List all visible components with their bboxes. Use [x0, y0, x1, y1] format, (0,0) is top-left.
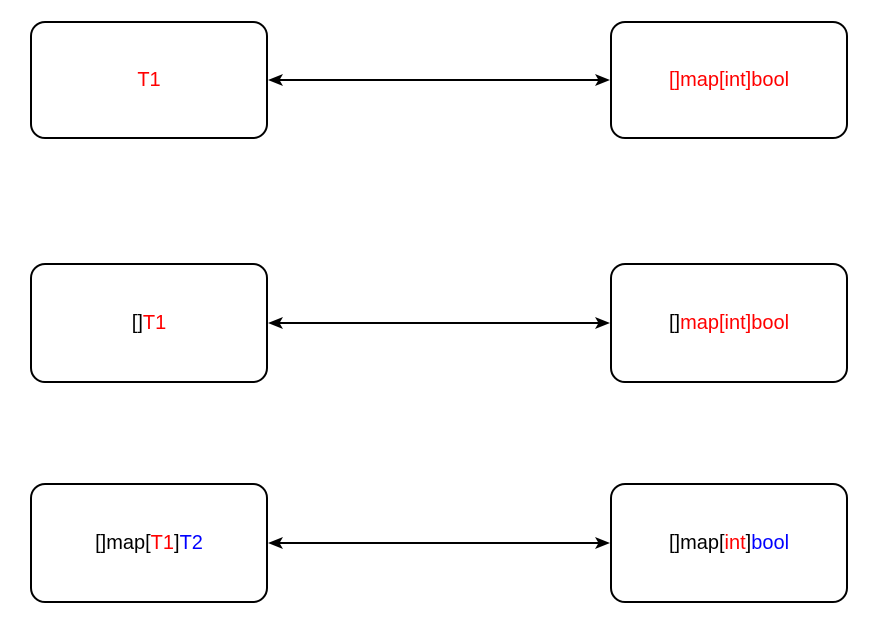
type-box-row2-left: []T1 — [30, 263, 268, 383]
type-box-row1-right: []map[int]bool — [610, 21, 848, 139]
type-text-segment: map[int]bool — [680, 312, 790, 334]
type-label: []map[int]bool — [669, 70, 789, 90]
bidirectional-arrow — [268, 317, 610, 329]
type-label: T1 — [137, 70, 160, 90]
type-text-segment: T2 — [179, 532, 203, 554]
type-text-segment: T1 — [150, 532, 174, 554]
type-text-segment: []map[ — [668, 532, 725, 554]
type-text-segment: [] — [668, 312, 681, 334]
type-text-segment: []map[ — [95, 532, 151, 554]
type-text-segment: ] — [745, 532, 752, 554]
type-text-segment: int — [724, 532, 746, 554]
arrowhead-left-icon — [268, 74, 283, 86]
bidirectional-arrow — [268, 74, 610, 86]
bidirectional-arrow — [268, 537, 610, 549]
arrowhead-right-icon — [595, 317, 610, 329]
type-text-segment: ] — [174, 532, 180, 554]
arrowhead-right-icon — [595, 537, 610, 549]
type-box-row3-left: []map[T1]T2 — [30, 483, 268, 603]
arrowhead-right-icon — [595, 74, 610, 86]
type-text-segment: T1 — [142, 312, 167, 334]
type-box-row3-right: []map[int]bool — [610, 483, 848, 603]
type-text-segment: [] — [131, 312, 143, 334]
arrowhead-left-icon — [268, 537, 283, 549]
type-label: []map[T1]T2 — [95, 533, 203, 553]
type-text-segment: T1 — [137, 69, 161, 91]
type-text-segment: []map[int]bool — [668, 69, 790, 91]
type-label: []map[int]bool — [669, 533, 789, 553]
type-box-row1-left: T1 — [30, 21, 268, 139]
type-label: []T1 — [132, 313, 166, 333]
type-text-segment: bool — [751, 532, 790, 554]
type-label: []map[int]bool — [669, 313, 789, 333]
arrowhead-left-icon — [268, 317, 283, 329]
type-box-row2-right: []map[int]bool — [610, 263, 848, 383]
